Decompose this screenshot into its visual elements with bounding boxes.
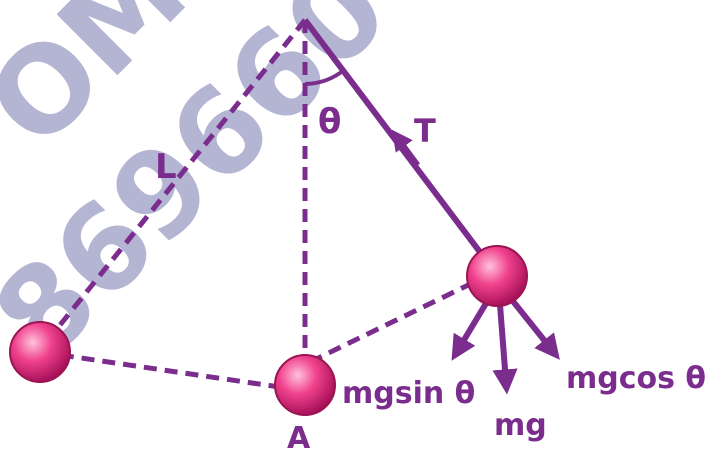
angle-arc: [304, 68, 346, 86]
label-mg: mg: [494, 408, 547, 443]
watermark: OM 869660: [0, 0, 414, 386]
label-length: L: [155, 147, 177, 187]
arrow-mgcos: [509, 298, 560, 360]
arrow-mg: [492, 304, 518, 395]
bob-displaced: [466, 245, 528, 307]
label-theta: θ: [318, 102, 341, 142]
arrow-mgsin: [451, 298, 491, 361]
label-tension: T: [414, 112, 436, 150]
tension-arrow: [391, 129, 421, 167]
label-mgcos: mgcos θ: [566, 361, 706, 396]
force-arrows: [451, 298, 560, 395]
label-point-a: A: [287, 421, 311, 455]
bob-equilibrium: [274, 354, 336, 416]
bob-left: [9, 321, 71, 383]
string-left-position: [38, 18, 307, 352]
string-displaced: [302, 18, 498, 274]
dashed-lines: [38, 18, 497, 393]
label-mgsin: mgsin θ: [342, 376, 475, 411]
arc-left-segment: [39, 349, 301, 393]
arc-right-segment: [308, 269, 497, 365]
